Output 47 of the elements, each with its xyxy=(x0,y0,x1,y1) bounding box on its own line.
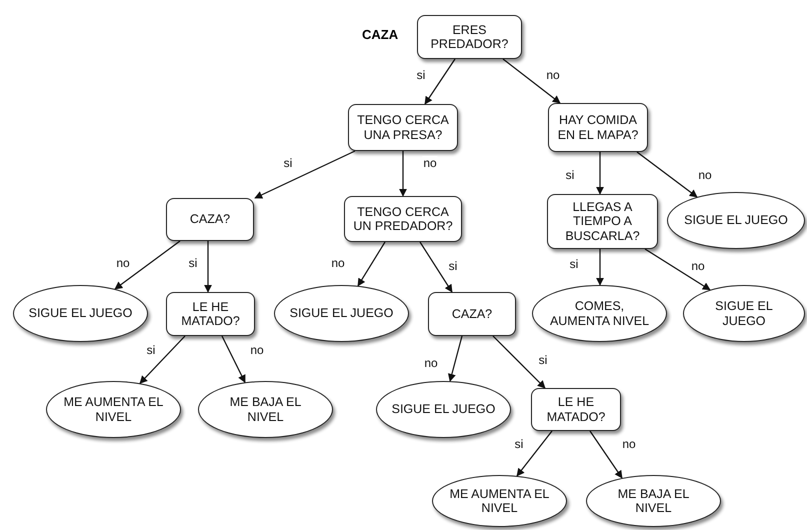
outcome-ellipse: ME AUMENTA EL NIVEL xyxy=(432,475,567,527)
diagram-title: CAZA xyxy=(362,27,398,42)
edge-label: si xyxy=(416,68,426,82)
question-box: TENGO CERCA UNA PRESA? xyxy=(348,104,458,151)
arrow xyxy=(636,152,698,198)
arrow xyxy=(420,242,452,293)
arrow xyxy=(139,336,186,384)
outcome-ellipse: SIGUE EL JUEGO xyxy=(667,192,805,249)
question-box: ERES PREDADOR? xyxy=(417,15,522,59)
arrow xyxy=(590,430,622,479)
outcome-ellipse: SIGUE EL JUEGO xyxy=(274,285,409,342)
arrow xyxy=(502,58,561,104)
edge-label: si xyxy=(448,259,458,273)
question-box: HAY COMIDA EN EL MAPA? xyxy=(548,103,648,152)
outcome-ellipse: ME BAJA EL NIVEL xyxy=(198,381,333,438)
outcome-ellipse: SIGUE EL JUEGO xyxy=(376,381,511,438)
arrow xyxy=(644,248,711,290)
outcome-ellipse: ME BAJA EL NIVEL xyxy=(586,475,721,527)
question-box: CAZA? xyxy=(166,198,254,241)
question-box: LE HE MATADO? xyxy=(166,292,255,336)
arrow xyxy=(399,151,407,197)
outcome-ellipse: SIGUE EL JUEGO xyxy=(13,285,148,342)
outcome-ellipse: COMES, AUMENTA NIVEL xyxy=(532,285,667,342)
question-box: LE HE MATADO? xyxy=(531,388,621,431)
outcome-ellipse: ME AUMENTA EL NIVEL xyxy=(46,381,181,438)
edge-label: si xyxy=(538,353,548,367)
arrow xyxy=(424,58,456,105)
arrow xyxy=(448,336,463,382)
outcome-ellipse: SIGUE EL JUEGO xyxy=(683,285,805,342)
arrow xyxy=(516,430,552,477)
arrow xyxy=(114,240,180,290)
edge-label: si xyxy=(146,343,156,357)
arrow xyxy=(596,152,604,195)
question-box: CAZA? xyxy=(428,292,516,336)
edge-label: si xyxy=(282,156,294,170)
edge-label: si xyxy=(188,256,198,270)
edge-label: si xyxy=(514,437,524,451)
arrow xyxy=(492,336,546,389)
arrow xyxy=(221,336,246,384)
question-box: LLEGAS A TIEMPO A BUSCARLA? xyxy=(547,194,658,249)
arrow xyxy=(596,249,604,286)
edge-label: si xyxy=(564,168,576,182)
question-box: TENGO CERCA UN PREDADOR? xyxy=(344,196,462,242)
arrow xyxy=(254,150,356,199)
arrow xyxy=(204,241,212,293)
edge-label: si xyxy=(568,257,580,271)
arrow xyxy=(357,242,386,287)
